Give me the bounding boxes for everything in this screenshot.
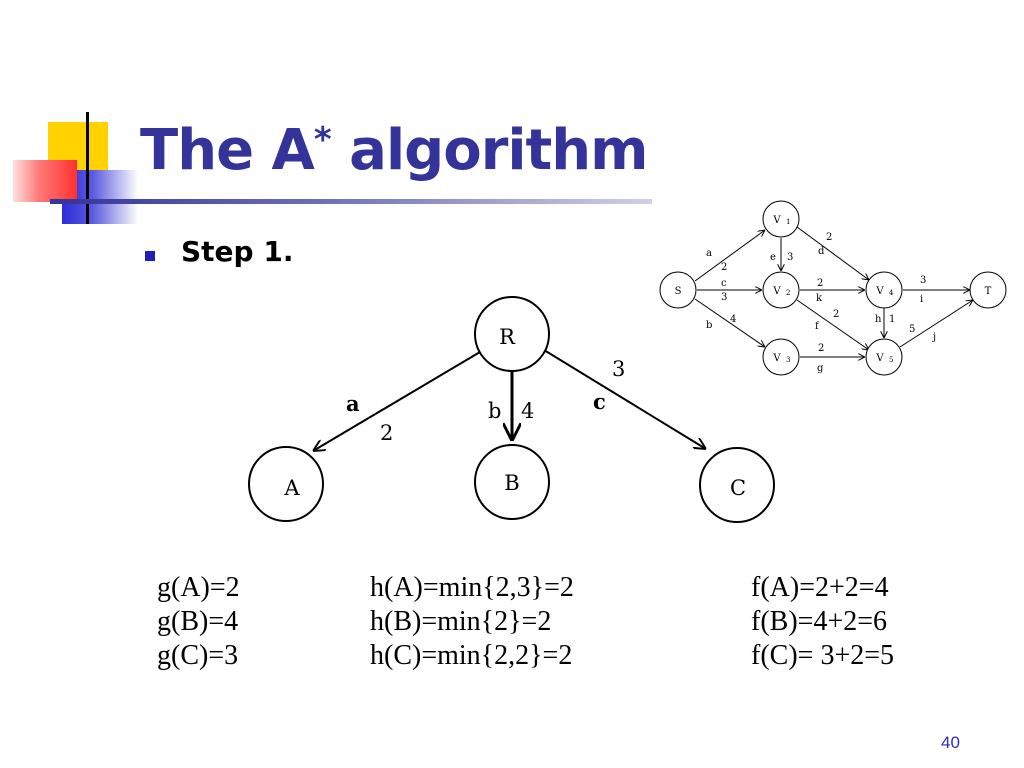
tree-edge-c-cost: 3: [612, 357, 625, 381]
tree-node-b-label: B: [504, 471, 519, 495]
equation-row-b: g(B)=4 h(B)=min{2}=2 f(B)=4+2=6: [157, 605, 977, 639]
edge-v3-v5-cost: 2: [818, 343, 824, 354]
tree-edge-r-c: [543, 349, 706, 449]
small-graph-labels: S V 1 V 2 V 3 V 4 V 5 T a 2 c 3 b 4 e 3 …: [675, 215, 992, 374]
h-value-a: h(A)=min{2,3}=2: [370, 572, 574, 603]
title-rest: algorithm: [330, 118, 648, 183]
edge-v3-v5-name: g: [817, 363, 824, 374]
edge-s-v1-name: a: [706, 248, 712, 259]
deco-vertical-line: [86, 112, 89, 224]
g-value-c: g(C)=3: [157, 640, 239, 671]
title-underline: [50, 199, 652, 204]
edge-v4-v5-cost: 1: [889, 314, 895, 325]
node-v1-sub: 1: [786, 218, 790, 226]
h-value-b: h(B)=min{2}=2: [370, 606, 552, 637]
node-v1: [762, 200, 800, 238]
f-value-a: f(A)=2+2=4: [751, 572, 889, 603]
tree-edge-b-cost: 4: [521, 399, 534, 423]
edge-s-v1-cost: 2: [721, 262, 727, 273]
tree-edge-a-cost: 2: [380, 421, 393, 445]
edge-v1-v2-name: e: [770, 252, 776, 263]
edge-v2-v5-cost: 2: [833, 309, 839, 320]
node-s-label: S: [675, 286, 682, 297]
node-v1-label: V: [772, 215, 781, 226]
edge-v2-v5: [796, 299, 869, 350]
node-v2-label: V: [772, 286, 781, 297]
equation-row-c: g(C)=3 h(C)=min{2,2}=2 f(C)= 3+2=5: [157, 639, 977, 673]
edge-v4-t-name: i: [920, 294, 923, 305]
node-v3-label: V: [772, 353, 781, 364]
f-value-c: f(C)= 3+2=5: [751, 640, 895, 671]
edge-v2-v5-name: f: [815, 321, 820, 332]
node-s: [659, 271, 697, 309]
node-v4-sub: 4: [889, 289, 894, 297]
tree-node-a-label: A: [283, 476, 300, 500]
edge-v4-t-cost: 3: [920, 275, 926, 286]
edge-v2-v4-name: k: [816, 293, 823, 304]
equations-table: g(A)=2 h(A)=min{2,3}=2 f(A)=2+2=4 g(B)=4…: [157, 571, 977, 673]
small-graph: [659, 200, 1007, 376]
edge-s-v2-cost: 3: [721, 292, 727, 303]
slide-title: The A* algorithm: [140, 118, 649, 183]
edge-s-v3-cost: 4: [730, 314, 736, 325]
title-main: The A: [140, 118, 315, 183]
search-tree: [248, 296, 775, 523]
deco-red-square: [13, 160, 77, 202]
node-v2: [762, 271, 800, 309]
title-superscript: *: [313, 120, 332, 160]
tree-edge-r-a: [313, 351, 481, 451]
h-value-c: h(C)=min{2,2}=2: [370, 640, 573, 671]
node-v2-sub: 2: [786, 289, 790, 297]
edge-s-v1: [694, 230, 765, 282]
edge-s-v3: [694, 298, 765, 347]
edge-v5-t-name: j: [932, 332, 936, 343]
edge-v1-v4-cost: 2: [826, 232, 832, 243]
bullet-step: Step 1.: [181, 235, 294, 268]
edge-v1-v2-cost: 3: [787, 252, 793, 263]
page-number: 40: [941, 733, 960, 752]
equation-row-a: g(A)=2 h(A)=min{2,3}=2 f(A)=2+2=4: [157, 571, 977, 605]
g-value-a: g(A)=2: [157, 572, 240, 603]
tree-node-r: [474, 296, 550, 372]
bullet-square-icon: [145, 251, 155, 261]
node-v3-sub: 3: [786, 356, 790, 364]
edge-v4-v5-name: h: [875, 314, 882, 325]
tree-node-b: [474, 444, 550, 520]
g-value-b: g(B)=4: [157, 606, 239, 637]
edge-s-v3-name: b: [706, 320, 712, 331]
tree-edge-a-name: a: [346, 391, 360, 416]
tree-node-a: [248, 446, 324, 522]
node-v3: [762, 338, 800, 376]
edge-v5-t-cost: 5: [909, 324, 915, 335]
node-v5-sub: 5: [889, 356, 893, 364]
tree-node-r-label: R: [499, 325, 516, 349]
node-v5-label: V: [875, 353, 884, 364]
edge-v5-t: [899, 300, 973, 348]
tree-edge-b-name: b: [488, 399, 501, 423]
edge-v1-v4: [796, 226, 869, 280]
edge-v1-v4-name: d: [818, 246, 825, 257]
f-value-b: f(B)=4+2=6: [751, 606, 888, 637]
edge-s-v2-name: c: [721, 278, 727, 289]
node-t: [969, 271, 1007, 309]
search-tree-labels: R A B C a 2 b 4 c 3: [283, 325, 746, 500]
node-t-label: T: [985, 286, 992, 297]
node-v4: [865, 271, 903, 309]
tree-node-c: [699, 447, 775, 523]
tree-edge-c-name: c: [593, 389, 606, 414]
edge-v2-v4-cost: 2: [817, 278, 823, 289]
tree-node-c-label: C: [730, 476, 746, 500]
node-v4-label: V: [875, 286, 884, 297]
node-v5: [865, 338, 903, 376]
